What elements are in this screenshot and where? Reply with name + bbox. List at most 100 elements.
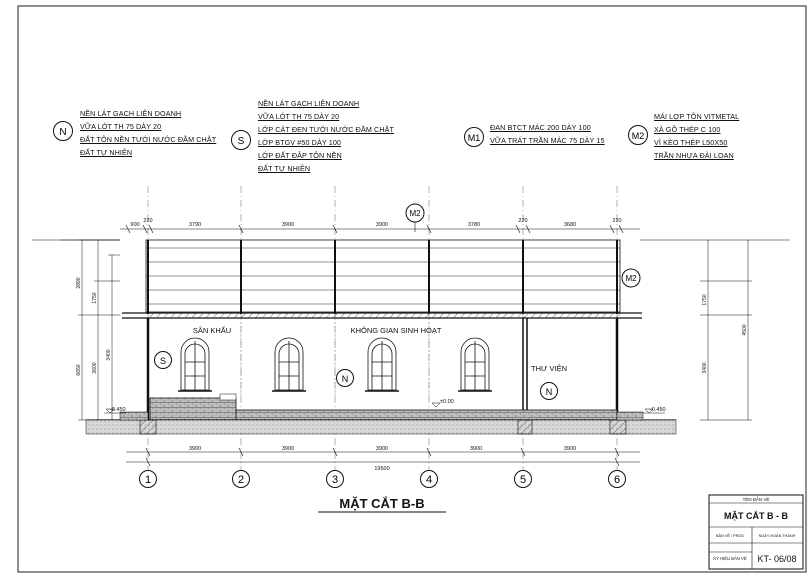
axis-5: 5 <box>520 474 526 486</box>
room-label-stage: SÂN KHẤU <box>193 325 231 335</box>
note-N-line-1: NỀN LÁT GẠCH LIÊN DOANH <box>80 109 182 118</box>
title-block-sheet-no: KT- 06/08 <box>757 554 796 564</box>
bottom-dimension-chain: 3900 3900 3900 3900 3900 19500 <box>126 446 640 472</box>
dim-top-7: 220 <box>518 218 527 224</box>
window-3 <box>365 337 399 392</box>
note-M2: MÁI LỢP TÔN VITMETAL XÀ GỒ THÉP C 100 VÌ… <box>654 110 739 162</box>
note-M2-line-2: XÀ GỒ THÉP C 100 <box>654 125 721 134</box>
section-tag-M2-top: M2 <box>405 203 425 232</box>
callout-tag-M2-text: M2 <box>632 131 645 141</box>
section-tag-M2-right: M2 <box>621 268 641 288</box>
dim-overall: 19500 <box>374 466 389 472</box>
top-dimension-chain: 900 220 3790 3900 3900 3780 220 3680 220 <box>120 218 640 234</box>
dim-bottom-4: 3900 <box>470 446 482 452</box>
title-block-sheet-label: KÝ HIỆU BẢN VẼ <box>713 556 746 561</box>
section-tag-M2-right-text: M2 <box>625 274 637 283</box>
section-tag-N-hall: N <box>336 369 354 387</box>
dim-left-1: 2890 <box>76 277 82 288</box>
note-N: NỀN LÁT GẠCH LIÊN DOANH VỮA LÓT TH 75 DÀ… <box>80 107 216 159</box>
note-S-line-4: LỚP BTGV #50 DÀY 100 <box>258 138 342 147</box>
level-floor: ±0.00 <box>440 399 454 405</box>
dim-bottom-1: 3900 <box>189 446 201 452</box>
note-M1: ĐAN BTCT MÁC 200 DÀY 100 VỮA TRÁT TRẦN M… <box>490 121 605 147</box>
building-section <box>85 318 677 435</box>
dim-top-1: 900 <box>130 222 139 228</box>
room-label-library: THƯ VIỆN <box>531 364 567 373</box>
dim-bottom-2: 3900 <box>282 446 294 452</box>
note-N-line-4: ĐẤT TỰ NHIÊN <box>80 148 133 157</box>
note-M2-line-3: VÌ KÈO THÉP L50X50 <box>654 138 728 147</box>
callout-tag-N-text: N <box>59 127 66 138</box>
dim-left-5: 6650 <box>76 364 82 375</box>
dim-bottom-3: 3900 <box>376 446 388 452</box>
axis-1: 1 <box>145 474 151 486</box>
dim-left-2: 1750 <box>92 292 98 303</box>
axis-3: 3 <box>332 474 338 486</box>
note-S-line-3: LỚP CÁT ĐEN TƯỚI NƯỚC ĐẦM CHẶT <box>258 125 395 134</box>
title-block-row-2: NGÀY HOÀN THÀNH <box>759 534 796 538</box>
title-block-drawing-name: MẶT CẮT B - B <box>724 511 788 521</box>
title-block: TÊN BẢN VẼ MẶT CẮT B - B BẢN VẼ / PROD N… <box>708 494 804 570</box>
roof-truss <box>122 239 642 319</box>
note-S-line-2: VỮA LÓT TH 75 DÀY 20 <box>258 112 340 121</box>
note-S-line-1: NỀN LÁT GẠCH LIÊN DOANH <box>258 99 360 108</box>
callout-tag-S: S <box>231 130 251 150</box>
grid-axis-bubbles: 1 2 3 4 5 6 <box>139 470 626 488</box>
room-label-hall: KHÔNG GIAN SINH HOẠT <box>351 326 442 335</box>
section-tag-S-text: S <box>160 356 166 366</box>
note-S: NỀN LÁT GẠCH LIÊN DOANH VỮA LÓT TH 75 DÀ… <box>258 97 394 175</box>
section-tag-S: S <box>154 351 172 369</box>
callout-tag-N: N <box>53 121 73 141</box>
title-block-header: TÊN BẢN VẼ <box>743 495 770 502</box>
level-right: -0.450 <box>650 407 666 413</box>
ground-fill <box>85 419 677 435</box>
section-tag-N-hall-text: N <box>342 374 349 384</box>
section-tag-N-library: N <box>540 382 558 400</box>
dim-right-1: 1750 <box>702 294 708 305</box>
note-N-line-2: VỮA LÓT TH 75 DÀY 20 <box>80 122 162 131</box>
floor-slab <box>235 409 618 421</box>
window-2 <box>272 337 306 392</box>
window-4 <box>458 337 492 392</box>
callout-tag-M1: M1 <box>464 127 484 147</box>
dim-top-8: 3680 <box>564 222 576 228</box>
dim-top-4: 3900 <box>282 222 294 228</box>
callout-tag-M2: M2 <box>628 125 648 145</box>
stage-platform <box>149 397 237 421</box>
callout-tag-M1-text: M1 <box>468 133 481 143</box>
dim-right-2: 3400 <box>702 362 708 373</box>
dim-top-5: 3900 <box>376 222 388 228</box>
section-tag-N-library-text: N <box>546 387 553 397</box>
note-S-line-6: ĐẤT TỰ NHIÊN <box>258 164 311 173</box>
note-M1-line-2: VỮA TRÁT TRẦN MÁC 75 DÀY 15 <box>490 136 605 145</box>
callout-tag-S-text: S <box>238 136 245 147</box>
dim-left-3: 3400 <box>106 349 112 360</box>
axis-6: 6 <box>614 474 620 486</box>
note-S-line-5: LỚP ĐẤT ĐẮP TÔN NỀN <box>258 151 342 160</box>
note-M2-line-1: MÁI LỢP TÔN VITMETAL <box>654 112 740 121</box>
dim-top-3: 3790 <box>189 222 201 228</box>
dim-top-6: 3780 <box>468 222 480 228</box>
drawing-title: MẶT CẮT B-B <box>339 496 424 511</box>
left-dimensions: 2890 1750 3400 3600 6650 <box>32 239 120 421</box>
dim-bottom-5: 3900 <box>564 446 576 452</box>
note-N-line-3: ĐẤT TÔN NỀN TƯỚI NƯỚC ĐẦM CHẶT <box>80 135 217 144</box>
dim-top-9: 220 <box>612 218 621 224</box>
section-tag-M2-top-text: M2 <box>409 209 421 218</box>
arched-windows <box>178 337 492 392</box>
sheet-border <box>17 5 807 573</box>
axis-4: 4 <box>426 474 432 486</box>
level-markers: -0.450 ±0.00 -0.450 <box>104 399 666 414</box>
level-left: -0.450 <box>110 407 126 413</box>
axis-2: 2 <box>238 474 244 486</box>
note-M2-line-4: TRẦN NHỰA ĐÀI LOAN <box>654 151 734 160</box>
right-dimensions: 1750 3400 4500 <box>640 239 790 421</box>
dim-right-3: 4500 <box>742 324 748 335</box>
title-block-row-1: BẢN VẼ / PROD <box>716 533 744 538</box>
note-M1-line-1: ĐAN BTCT MÁC 200 DÀY 100 <box>490 123 591 132</box>
dim-left-4: 3600 <box>92 362 98 373</box>
window-1 <box>178 337 212 392</box>
dim-top-2: 220 <box>143 218 152 224</box>
